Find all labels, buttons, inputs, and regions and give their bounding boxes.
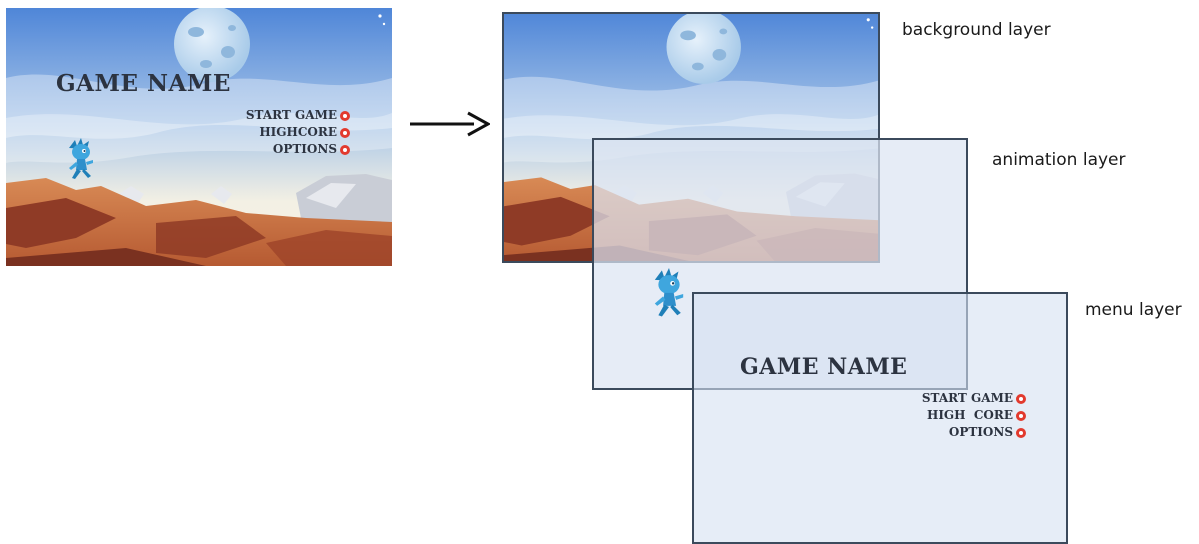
menu-bullet-icon bbox=[340, 144, 350, 155]
menu-bullet-icon bbox=[1016, 393, 1026, 404]
preview-menu-start-game[interactable]: START GAME bbox=[246, 107, 350, 124]
preview-menu-highcore-label: HIGHCORE bbox=[259, 125, 337, 139]
menu-layer-start-game-label: START GAME bbox=[921, 391, 1013, 405]
preview-game-title: GAME NAME bbox=[56, 70, 231, 97]
menu-layer-game-title: GAME NAME bbox=[740, 354, 908, 380]
menu-bullet-icon bbox=[1016, 410, 1026, 421]
menu-layer-menu: START GAME HIGH CORE OPTIONS bbox=[922, 390, 1026, 441]
preview-menu: START GAME HIGHCORE OPTIONS bbox=[246, 107, 350, 158]
menu-layer-highcore-label: HIGH CORE bbox=[926, 408, 1013, 422]
animation-layer-label: animation layer bbox=[992, 150, 1126, 170]
character-icon bbox=[654, 268, 684, 317]
menu-layer-highcore[interactable]: HIGH CORE bbox=[922, 407, 1026, 424]
preview-menu-highcore[interactable]: HIGHCORE bbox=[246, 124, 350, 141]
character-icon bbox=[69, 138, 93, 179]
preview-menu-options-label: OPTIONS bbox=[272, 142, 337, 156]
menu-layer-label: menu layer bbox=[1085, 300, 1182, 320]
background-layer-label: background layer bbox=[902, 20, 1051, 40]
menu-layer-start-game[interactable]: START GAME bbox=[922, 390, 1026, 407]
arrow-right-icon bbox=[410, 111, 490, 137]
menu-layer-options[interactable]: OPTIONS bbox=[922, 424, 1026, 441]
preview-menu-options[interactable]: OPTIONS bbox=[246, 141, 350, 158]
menu-bullet-icon bbox=[1016, 427, 1026, 438]
preview-menu-start-game-label: START GAME bbox=[245, 108, 337, 122]
menu-bullet-icon bbox=[340, 127, 350, 138]
game-preview-screen: GAME NAME START GAME HIGHCORE OPTIONS bbox=[6, 8, 392, 266]
menu-layer: GAME NAME START GAME HIGH CORE OPTIONS bbox=[692, 292, 1068, 544]
menu-bullet-icon bbox=[340, 110, 350, 121]
menu-layer-options-label: OPTIONS bbox=[948, 425, 1013, 439]
